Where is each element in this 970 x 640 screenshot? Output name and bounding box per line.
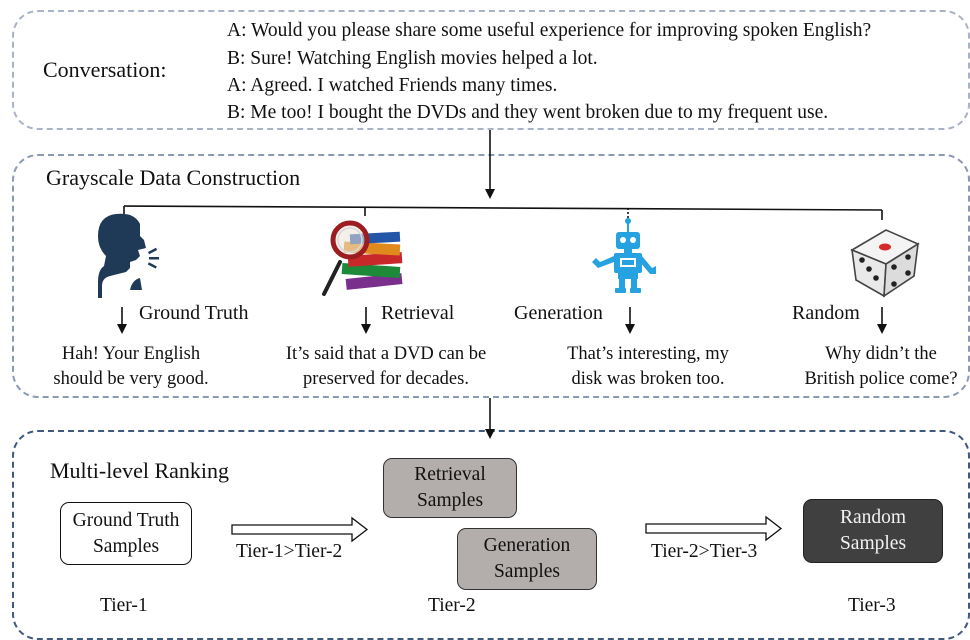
tier-label-2: Tier-2 (428, 595, 476, 616)
response-line: British police come? (804, 369, 958, 389)
box-line: Random (839, 507, 907, 528)
construction-title: Grayscale Data Construction (46, 165, 301, 190)
hollow-arrow-tier2-tier3 (645, 515, 783, 542)
response-ground-truth: Hah! Your English should be very good. (36, 342, 226, 392)
response-line: preserved for decades. (303, 369, 469, 389)
box-line: Retrieval (414, 464, 486, 485)
diagram-connectors (98, 130, 920, 543)
box-line: Samples (839, 533, 907, 554)
random-samples-box: Random Samples (803, 499, 943, 563)
speaking-person-icon (98, 213, 159, 298)
books-magnifier-icon (322, 220, 403, 296)
response-line: should be very good. (53, 369, 209, 389)
generation-samples-box: Generation Samples (457, 528, 597, 590)
response-line: Hah! Your English (61, 344, 201, 364)
response-random: Why didn’t the British police come? (796, 342, 966, 392)
conversation-line-4: B: Me too! I bought the DVDs and they we… (227, 102, 829, 123)
arrow-label-tier1-tier2: Tier-1>Tier-2 (236, 541, 343, 562)
ground-truth-samples-box: Ground Truth Samples (60, 502, 192, 565)
retrieval-samples-box: Retrieval Samples (383, 458, 517, 518)
response-line: That’s interesting, my (567, 344, 729, 364)
conversation-line-1: A: Would you please share some useful ex… (227, 20, 872, 41)
box-line: Samples (493, 561, 561, 582)
response-generation: That’s interesting, my disk was broken t… (546, 342, 750, 392)
response-line: disk was broken too. (571, 369, 725, 389)
source-bracket (123, 205, 883, 220)
conversation-panel (12, 10, 970, 130)
box-line: Ground Truth (72, 509, 180, 531)
tier-label-3: Tier-3 (848, 595, 896, 616)
response-line: It’s said that a DVD can be (285, 344, 487, 364)
conversation-line-2: B: Sure! Watching English movies helped … (227, 48, 598, 69)
response-retrieval: It’s said that a DVD can be preserved fo… (268, 342, 504, 392)
robot-icon (592, 218, 656, 293)
arrow-label-tier2-tier3: Tier-2>Tier-3 (651, 541, 758, 562)
construction-panel (12, 154, 970, 398)
box-line: Samples (92, 535, 160, 557)
source-label-ground-truth: Ground Truth (139, 302, 249, 324)
hollow-arrow-tier1-tier2 (231, 516, 369, 543)
source-label-retrieval: Retrieval (381, 302, 455, 324)
box-line: Samples (416, 490, 484, 511)
source-label-generation: Generation (514, 302, 603, 324)
conversation-label: Conversation: (43, 57, 167, 82)
ranking-title: Multi-level Ranking (50, 458, 230, 483)
source-label-random: Random (792, 302, 860, 324)
tier-label-1: Tier-1 (100, 595, 148, 616)
conversation-line-3: A: Agreed. I watched Friends many times. (227, 75, 558, 96)
dice-icon (850, 229, 920, 298)
response-line: Why didn’t the (825, 344, 937, 364)
box-line: Generation (483, 535, 571, 556)
